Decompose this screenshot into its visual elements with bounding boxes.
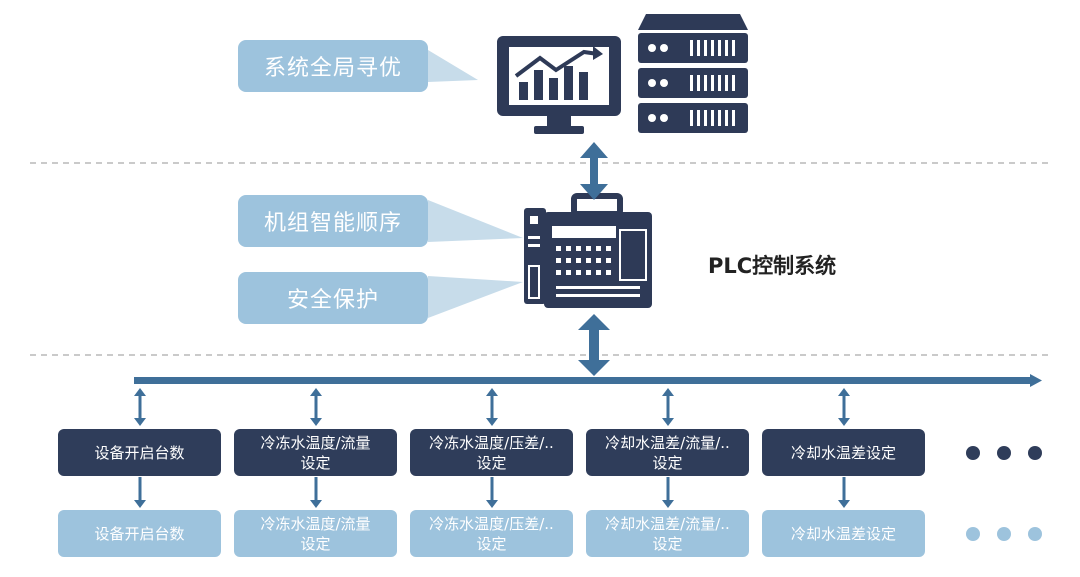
lower-node-cooling-water-delta: 冷却水温差设定 — [762, 510, 925, 557]
lower-node-device-count: 设备开启台数 — [58, 510, 221, 557]
tier-down-arrow — [838, 477, 850, 508]
upper-node-chilled-water-pressure: 冷冻水温度/压差/..设定 — [410, 429, 573, 476]
bus-to-node-arrow — [838, 388, 850, 426]
callout-pointer-sequence — [428, 200, 523, 242]
node-text-line2: 设定 — [300, 534, 331, 553]
node-text-line2: 设定 — [652, 534, 683, 553]
monitor-chart-icon — [497, 36, 621, 134]
node-text-line1: 设备开启台数 — [94, 524, 185, 543]
plc-controller-icon — [524, 193, 652, 308]
server-rack-icon — [638, 14, 748, 133]
upper-node-chilled-water-flow: 冷冻水温度/流量设定 — [234, 429, 397, 476]
callout-global-optimization: 系统全局寻优 — [238, 40, 428, 92]
node-text-line1: 冷却水温差设定 — [790, 524, 896, 543]
node-connector-arrows — [134, 388, 850, 508]
node-text-line2: 设定 — [476, 534, 507, 553]
tier-down-arrow — [134, 477, 146, 508]
plc-system-label: PLC控制系统 — [708, 254, 837, 278]
node-text-line1: 冷冻水温度/压差/.. — [429, 514, 554, 533]
arrow-plc-bus — [578, 314, 610, 376]
node-text-line1: 设备开启台数 — [94, 443, 185, 462]
ellipsis-dot — [1028, 446, 1042, 460]
callout-smart-sequencing: 机组智能顺序 — [238, 195, 428, 247]
ellipsis-dot — [997, 446, 1011, 460]
more-items-indicator-lower — [966, 527, 1042, 541]
callout-pointer-optimize — [428, 50, 478, 82]
node-text-line2: 设定 — [652, 453, 683, 472]
bus-to-node-arrow — [662, 388, 674, 426]
upper-node-device-count: 设备开启台数 — [58, 429, 221, 476]
ellipsis-dot — [997, 527, 1011, 541]
node-text-line1: 冷冻水温度/压差/.. — [429, 433, 554, 452]
upper-node-cooling-water-delta: 冷却水温差设定 — [762, 429, 925, 476]
node-text-line1: 冷却水温差/流量/.. — [605, 433, 730, 452]
callout-pointer-protection — [428, 276, 523, 318]
ellipsis-dot — [1028, 527, 1042, 541]
tier-down-arrow — [662, 477, 674, 508]
bus-to-node-arrow — [134, 388, 146, 426]
callout-safety-protection: 安全保护 — [238, 272, 428, 324]
bus-to-node-arrow — [486, 388, 498, 426]
node-text-line2: 设定 — [300, 453, 331, 472]
tier-down-arrow — [486, 477, 498, 508]
bus-to-node-arrow — [310, 388, 322, 426]
node-text-line2: 设定 — [476, 453, 507, 472]
ellipsis-dot — [966, 527, 980, 541]
lower-node-chilled-water-pressure: 冷冻水温度/压差/..设定 — [410, 510, 573, 557]
tier-down-arrow — [310, 477, 322, 508]
upper-node-cooling-water-flow: 冷却水温差/流量/..设定 — [586, 429, 749, 476]
ellipsis-dot — [966, 446, 980, 460]
more-items-indicator-upper — [966, 446, 1042, 460]
node-text-line1: 冷冻水温度/流量 — [260, 514, 371, 533]
lower-node-chilled-water-flow: 冷冻水温度/流量设定 — [234, 510, 397, 557]
arrow-server-plc — [580, 142, 608, 200]
lower-node-cooling-water-flow: 冷却水温差/流量/..设定 — [586, 510, 749, 557]
node-text-line1: 冷却水温差设定 — [790, 443, 896, 462]
node-text-line1: 冷冻水温度/流量 — [260, 433, 371, 452]
fieldbus-line — [134, 374, 1042, 387]
node-text-line1: 冷却水温差/流量/.. — [605, 514, 730, 533]
